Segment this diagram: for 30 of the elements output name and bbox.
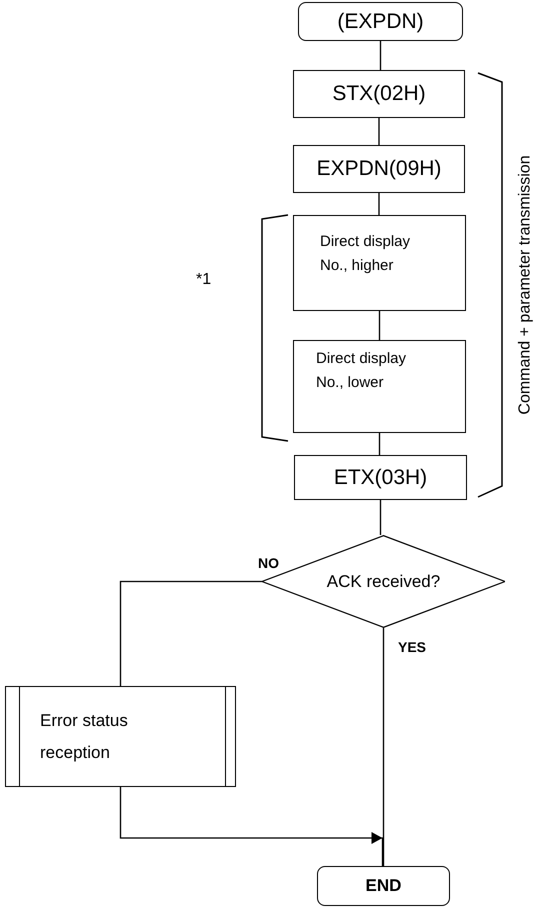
end-terminal [317, 866, 450, 906]
connector-line [378, 193, 380, 215]
process-box [293, 145, 465, 193]
edge-label: YES [398, 640, 426, 654]
bracket-label: Command + parameter transmission [516, 155, 535, 415]
connector-line [380, 41, 382, 70]
node-text: Error status reception [40, 710, 129, 764]
node-text: Direct display No., lower [316, 349, 408, 393]
connector-line [382, 628, 384, 866]
subroutine-box [5, 686, 236, 787]
process-box [294, 455, 467, 500]
footnote-mark: *1 [196, 270, 212, 290]
connector-line [378, 433, 380, 455]
connector-line [120, 580, 262, 686]
process-box [293, 70, 465, 118]
node-text: (EXPDN) [337, 8, 424, 35]
connector-line [378, 311, 380, 340]
process-box [293, 215, 466, 311]
node-text: EXPDN(09H) [316, 156, 442, 182]
node-text: ACK received? [326, 570, 440, 593]
node-text: STX(02H) [332, 81, 426, 108]
arrow [120, 787, 384, 866]
connector-line [378, 118, 380, 145]
node-text: Direct display No., higher [320, 232, 412, 276]
node-text: ETX(03H) [334, 464, 428, 491]
connector-line [380, 500, 382, 535]
node-text: END [366, 875, 402, 898]
start-terminal [298, 2, 463, 41]
edge-label: NO [258, 556, 279, 570]
process-box [293, 340, 466, 433]
